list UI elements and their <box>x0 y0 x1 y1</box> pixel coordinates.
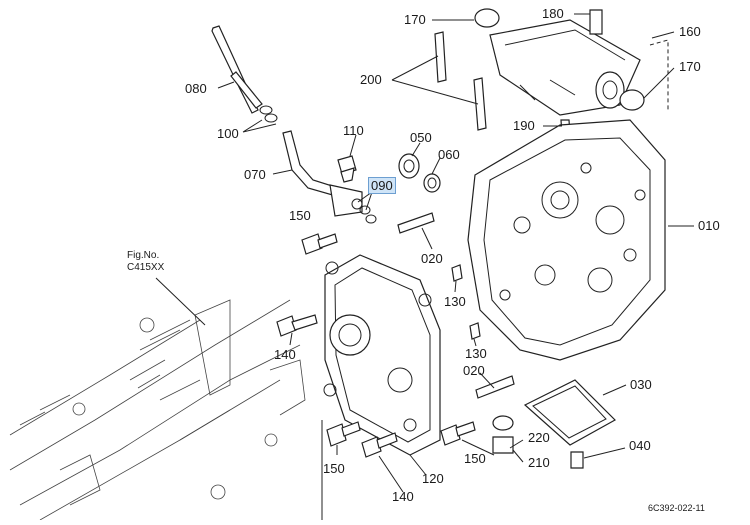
callout-170-top[interactable]: 170 <box>404 12 426 27</box>
studs-020-pins-130 <box>397 212 515 399</box>
callout-140-lower[interactable]: 140 <box>392 489 414 504</box>
callout-220[interactable]: 220 <box>528 430 550 445</box>
callout-010[interactable]: 010 <box>698 218 720 233</box>
transmission-case-010 <box>467 119 666 361</box>
drawing-id: 6C392-022-11 <box>648 503 705 513</box>
callout-030[interactable]: 030 <box>630 377 652 392</box>
callout-140-upper[interactable]: 140 <box>274 347 296 362</box>
callout-200[interactable]: 200 <box>360 72 382 87</box>
callout-180[interactable]: 180 <box>542 6 564 21</box>
callout-190[interactable]: 190 <box>513 118 535 133</box>
callout-130-upper[interactable]: 130 <box>444 294 466 309</box>
callout-150-lower-right[interactable]: 150 <box>464 451 486 466</box>
studs-200 <box>434 31 571 136</box>
callout-020-lower[interactable]: 020 <box>463 363 485 378</box>
callout-050[interactable]: 050 <box>410 130 432 145</box>
callout-090-highlighted[interactable]: 090 <box>368 177 396 194</box>
callout-210[interactable]: 210 <box>528 455 550 470</box>
callout-130-lower[interactable]: 130 <box>465 346 487 361</box>
drain-plugs <box>492 415 584 469</box>
shift-rod-assembly <box>211 25 377 224</box>
callout-100[interactable]: 100 <box>217 126 239 141</box>
bolts <box>276 233 476 458</box>
callout-070[interactable]: 070 <box>244 167 266 182</box>
cover-plate-030 <box>523 379 616 446</box>
plug-110 <box>337 155 357 183</box>
figure-reference[interactable]: Fig.No. C415XX <box>127 250 164 274</box>
callout-060[interactable]: 060 <box>438 147 460 162</box>
oil-seal-050-060 <box>398 153 441 193</box>
callout-120[interactable]: 120 <box>422 471 444 486</box>
callout-160[interactable]: 160 <box>679 24 701 39</box>
callout-020-upper[interactable]: 020 <box>421 251 443 266</box>
callout-170-right[interactable]: 170 <box>679 59 701 74</box>
callout-110[interactable]: 110 <box>343 123 364 138</box>
front-cover-120 <box>323 254 441 456</box>
frame-structure <box>9 299 306 521</box>
leader-lines <box>155 13 694 520</box>
figure-reference-label: Fig.No. <box>127 250 160 261</box>
callout-150-upper[interactable]: 150 <box>289 208 311 223</box>
callout-150-lower-left[interactable]: 150 <box>323 461 345 476</box>
callout-040[interactable]: 040 <box>629 438 651 453</box>
valve-cover-180 <box>474 8 669 116</box>
callout-080[interactable]: 080 <box>185 81 207 96</box>
figure-reference-number: C415XX <box>127 262 165 273</box>
